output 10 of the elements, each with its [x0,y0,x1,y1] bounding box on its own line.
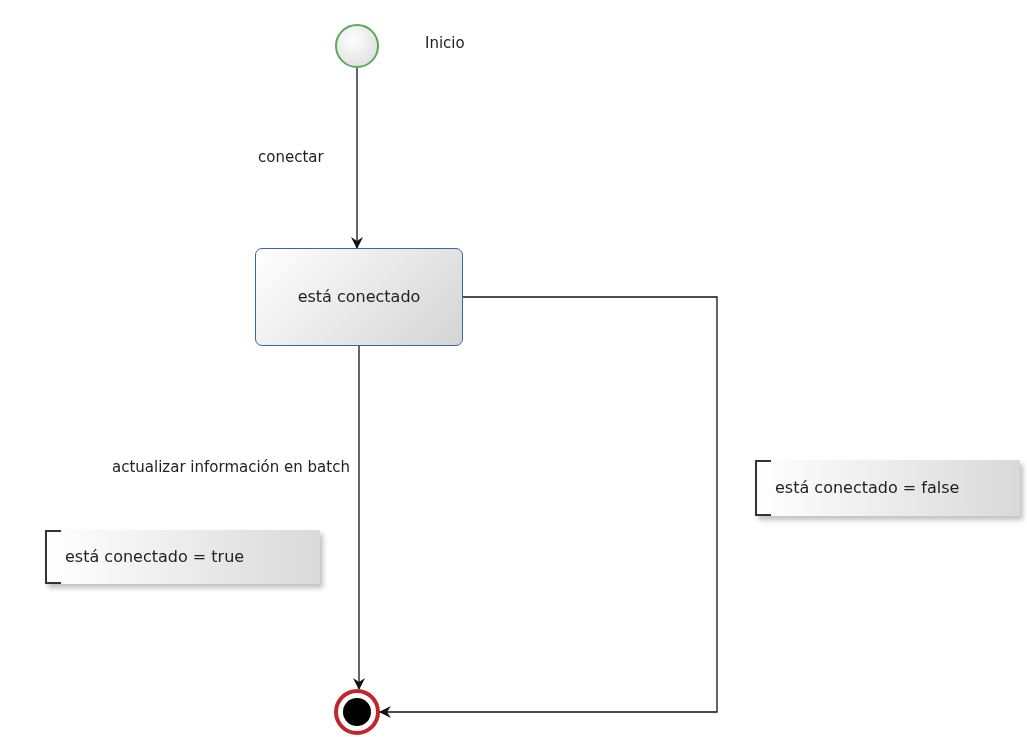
guard-condition-box [755,460,1020,516]
state-label: Inicio [425,33,465,54]
guard-text: está conectado = false [775,477,960,499]
transition-arrow [379,296,718,718]
guard-text: está conectado = true [65,546,245,568]
guard-condition-box [45,530,320,584]
transition-arrow [351,67,363,249]
state-name: está conectado [297,286,421,308]
transition-arrow [353,345,365,690]
state-box [255,248,463,346]
